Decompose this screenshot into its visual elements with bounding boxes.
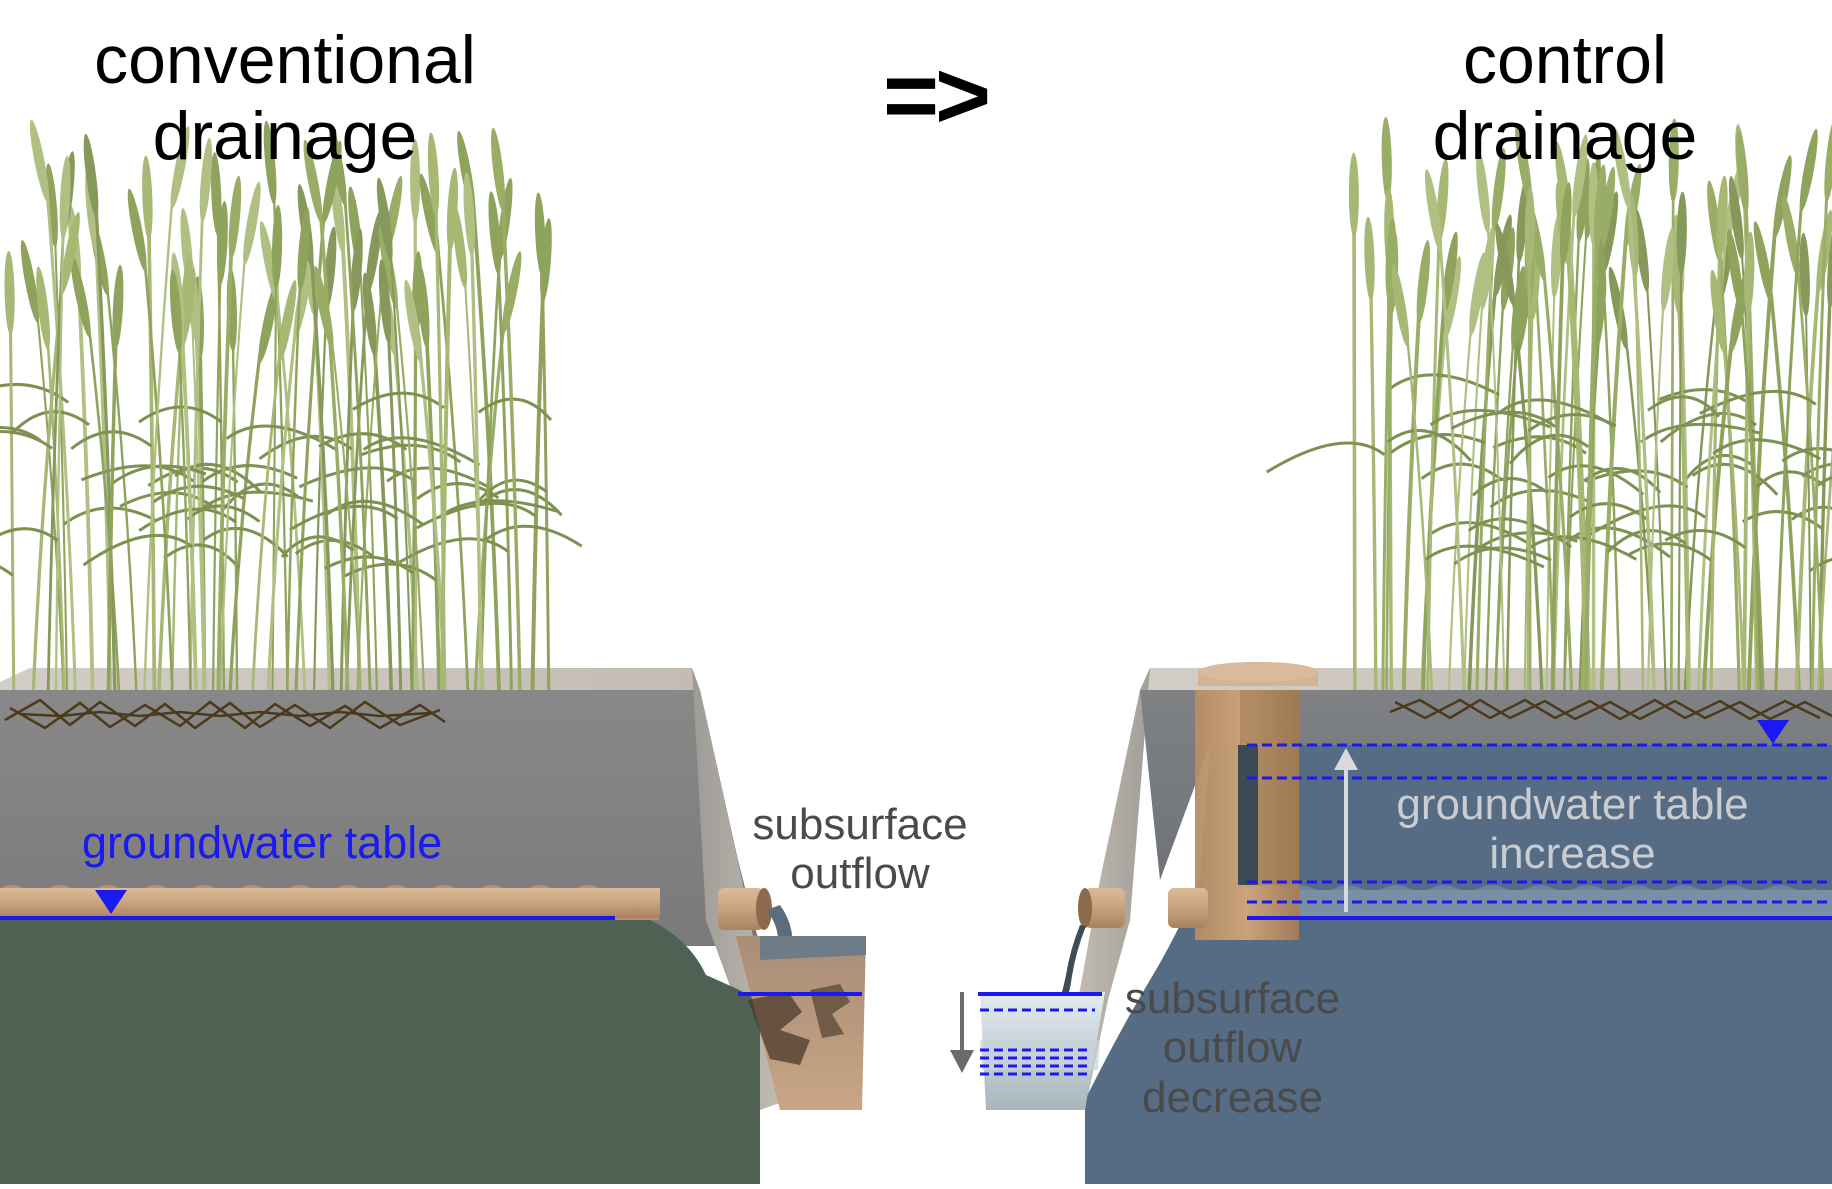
crop-stalk xyxy=(533,292,543,690)
left-saturated-zone xyxy=(0,920,760,1184)
crop-leaf xyxy=(290,506,398,530)
groundwater-table-label: groundwater table xyxy=(82,818,442,868)
crop-leaf xyxy=(0,558,13,575)
crop-leaf xyxy=(0,432,52,449)
outflow-decrease-line3: decrease xyxy=(1105,1073,1360,1122)
outflow-decrease-line2: outflow xyxy=(1105,1023,1360,1072)
left-title-line2: drainage xyxy=(60,98,510,174)
right-title-line1: control xyxy=(1340,22,1790,98)
crop-ear xyxy=(1676,191,1687,275)
subsurface-outflow-line2: outflow xyxy=(730,849,990,898)
groundwater-increase-label: groundwater table increase xyxy=(1370,780,1775,879)
outflow-decrease-line1: subsurface xyxy=(1105,974,1360,1023)
crop-stalk xyxy=(149,230,154,690)
conventional-soil-block xyxy=(0,668,866,1184)
crop-ear xyxy=(226,175,244,260)
groundwater-increase-line1: groundwater table xyxy=(1370,780,1775,829)
groundwater-increase-line2: increase xyxy=(1370,829,1775,878)
crop-stalk xyxy=(1648,301,1663,690)
right-title: control drainage xyxy=(1340,22,1790,174)
crop-ear xyxy=(26,119,52,203)
right-title-line2: drainage xyxy=(1340,98,1790,174)
crop-stalk xyxy=(1528,262,1529,690)
crop-ear xyxy=(4,251,16,335)
left-crop-field xyxy=(0,119,582,690)
crop-stalk xyxy=(1354,227,1355,690)
crop-stalk xyxy=(1371,291,1376,690)
control-soil-block xyxy=(950,662,1832,1184)
crop-ear xyxy=(1796,128,1821,212)
left-title-line1: conventional xyxy=(60,22,510,98)
crop-leaf xyxy=(296,540,373,556)
crop-leaf xyxy=(325,557,413,573)
outflow-decrease-label: subsurface outflow decrease xyxy=(1105,974,1360,1122)
crop-leaf xyxy=(1391,435,1485,453)
crop-ear xyxy=(499,250,525,334)
subsurface-outflow-line1: subsurface xyxy=(730,800,990,849)
crop-ear xyxy=(111,265,125,349)
control-well-weir-board xyxy=(1238,745,1258,885)
transition-arrow: => xyxy=(860,42,1010,150)
crop-stalk xyxy=(1704,342,1732,690)
crop-leaf xyxy=(1451,412,1555,428)
crop-leaf xyxy=(0,529,58,556)
crop-ear xyxy=(271,205,283,289)
crop-leaf xyxy=(1267,443,1385,472)
left-soil-surface xyxy=(0,668,700,690)
crop-ear xyxy=(1822,118,1832,203)
crop-ear xyxy=(1363,217,1376,301)
crop-leaf xyxy=(1641,424,1760,442)
subsurface-outflow-label: subsurface outflow xyxy=(730,800,990,899)
left-title: conventional drainage xyxy=(60,22,510,174)
right-crop-field xyxy=(1267,117,1832,690)
control-well-outlet-pipe xyxy=(1168,888,1208,928)
crop-ear xyxy=(1414,240,1433,325)
crop-stalk xyxy=(11,325,14,690)
crop-leaf xyxy=(1390,375,1499,395)
